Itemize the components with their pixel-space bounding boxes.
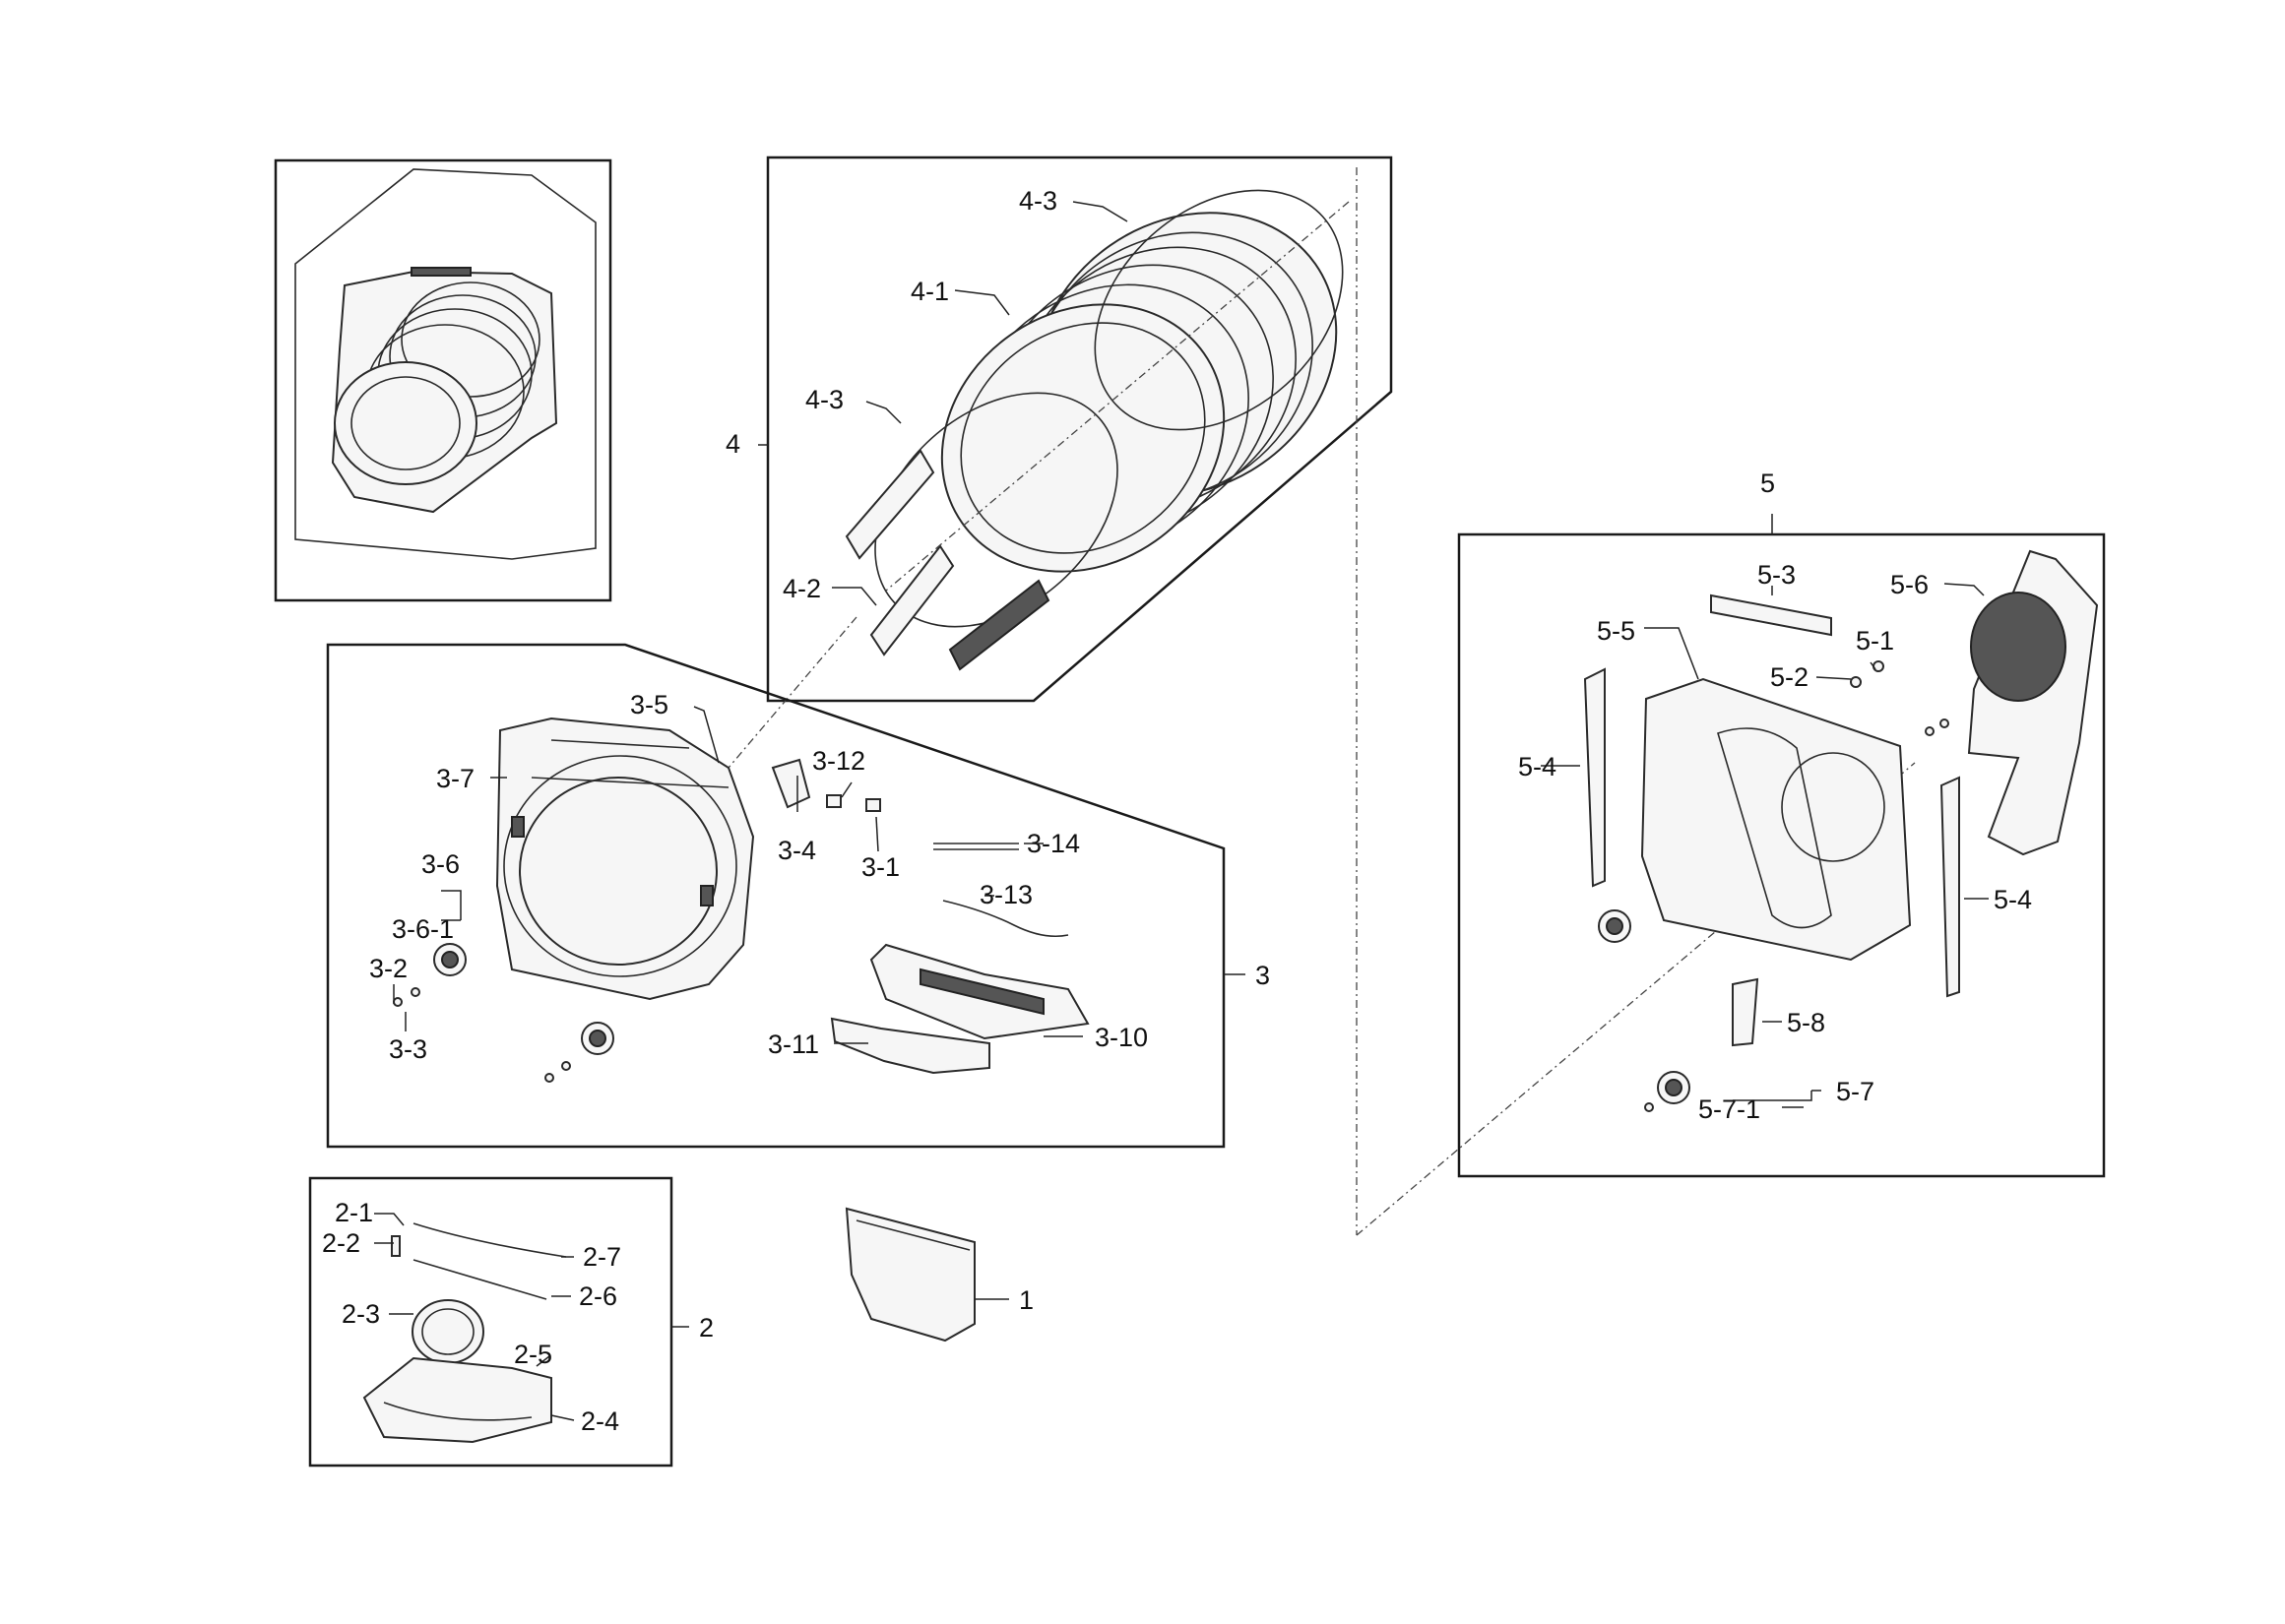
callout-5-5: 5-5 [1597,616,1635,646]
callout-5-1: 5-1 [1856,626,1894,656]
callout-3-13: 3-13 [980,880,1033,909]
group-2-duct [308,1176,673,1468]
lint-filter-housing-icon [869,943,1090,1040]
callout-5-7: 5-7 [1836,1077,1874,1106]
cable-icon [942,900,1069,938]
callout-2-6: 2-6 [579,1281,617,1311]
drum-seal-front-icon [874,392,1118,628]
roller-front-lower-icon [544,1022,614,1083]
callout-3-1: 3-1 [861,852,900,882]
callout-2-3: 2-3 [342,1299,380,1329]
callout-5-8: 5-8 [1787,1008,1825,1037]
bracket-strip-icon [1710,593,1832,637]
callout-1: 1 [1019,1285,1034,1315]
callout-5-4-right: 5-4 [1994,885,2032,914]
group-3-frame [326,643,1226,1149]
duct-gasket-inner-icon [421,1308,475,1355]
callout-3-12: 3-12 [812,746,865,776]
callout-3-4: 3-4 [778,836,816,865]
callout-2-5: 2-5 [514,1340,552,1369]
clip-icon [391,1235,401,1257]
overview-frame [274,158,612,602]
callout-5: 5 [1760,468,1775,498]
roller-rear-lower-icon [1644,1071,1690,1112]
callout-3-6-1: 3-6-1 [392,914,454,944]
callout-5-2: 5-2 [1770,662,1809,692]
overview-outline [294,168,597,560]
group-3-front-frame [326,643,1226,1149]
callout-2: 2 [699,1313,714,1343]
group-5-frame [1457,532,2106,1178]
callout-3: 3 [1255,961,1270,990]
duct-assembly-icon [362,1356,552,1444]
callout-4-3-rear: 4-3 [1019,186,1057,216]
fasteners-icon [1850,660,1949,736]
callout-4-2: 4-2 [783,574,821,603]
drum-axis-line [885,201,1350,592]
group-4-drum [766,156,1393,703]
seal-strip-lower-icon [413,1259,547,1300]
callout-5-6: 5-6 [1890,570,1929,599]
leader-lines [374,201,1989,1421]
rear-frame-icon [1640,677,1912,962]
callout-4-1: 4-1 [911,277,949,306]
lint-filter-cover-icon [830,1017,990,1075]
roller-front-upper-icon [393,943,467,1007]
drum-lifter-icon [845,449,1050,671]
callout-2-2: 2-2 [322,1228,360,1258]
callout-4-3-front: 4-3 [805,385,844,414]
overview-inset [274,158,612,602]
overview-drum-assembly-icon [331,267,558,514]
callout-3-6: 3-6 [421,849,460,879]
thermostat-icon [1732,977,1759,1047]
callout-2-7: 2-7 [583,1242,621,1272]
callout-3-3: 3-3 [389,1034,427,1064]
callout-5-4-left: 5-4 [1518,752,1556,781]
rear-duct-icon [1967,549,2099,856]
front-frame-icon [495,717,755,1001]
group-3-axis-line [728,616,857,769]
drum-seal-rear-icon [1094,189,1344,431]
sensor-icon [826,794,842,808]
group-2-frame [308,1176,673,1468]
callout-labels: 1 2 2-1 2-2 2-3 2-4 2-5 2-6 2-7 3 3-1 3-… [322,186,2032,1436]
group-4-frame [766,156,1393,703]
part-1-filter [845,1207,976,1343]
callout-4: 4 [726,429,740,459]
callout-3-11: 3-11 [768,1030,819,1059]
callout-2-1: 2-1 [335,1198,373,1227]
callout-5-7-1: 5-7-1 [1698,1094,1760,1124]
callout-3-2: 3-2 [369,954,408,983]
callout-3-10: 3-10 [1095,1023,1148,1052]
support-rail-right-icon [1939,776,1960,998]
door-switch-icon [771,758,811,809]
roller-rear-upper-icon [1598,909,1631,943]
drum-icon [940,212,1338,573]
callout-3-14: 3-14 [1027,829,1080,858]
callout-2-4: 2-4 [581,1406,619,1436]
support-rail-left-icon [1583,667,1606,888]
lint-filter-icon [845,1207,976,1343]
bracket-icon [865,798,881,812]
callout-3-7: 3-7 [436,764,475,793]
callout-5-3: 5-3 [1757,560,1796,590]
group-5-rear-frame [1457,532,2106,1178]
callout-3-5: 3-5 [630,690,668,719]
wire-harness-icon [933,843,1019,850]
seal-strip-upper-icon [413,1222,567,1258]
